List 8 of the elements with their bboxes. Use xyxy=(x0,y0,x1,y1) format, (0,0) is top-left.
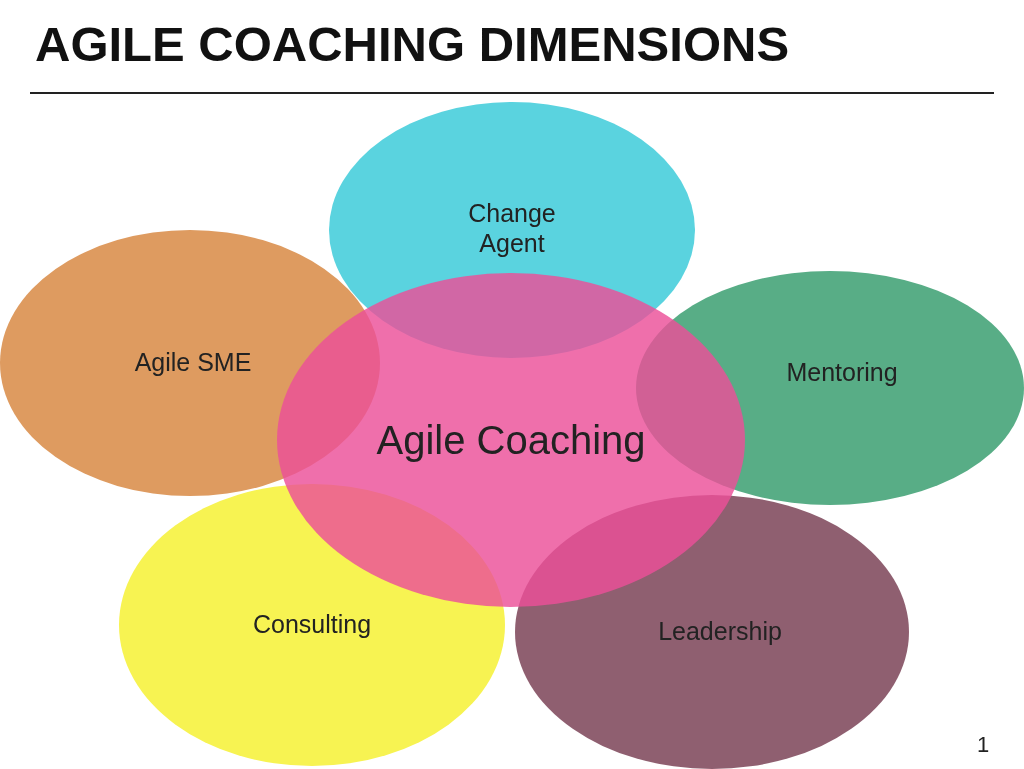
dimension-label: Change Agent xyxy=(467,198,557,258)
slide-title: AGILE COACHING DIMENSIONS xyxy=(35,16,790,72)
dimension-label: Agile SME xyxy=(133,347,253,377)
dimension-label: Mentoring xyxy=(785,357,899,387)
dimension-label: Agile Coaching xyxy=(375,417,647,464)
dimension-label: Leadership xyxy=(657,616,783,646)
page-number: 1 xyxy=(977,733,990,757)
dimension-label: Consulting xyxy=(251,609,373,639)
